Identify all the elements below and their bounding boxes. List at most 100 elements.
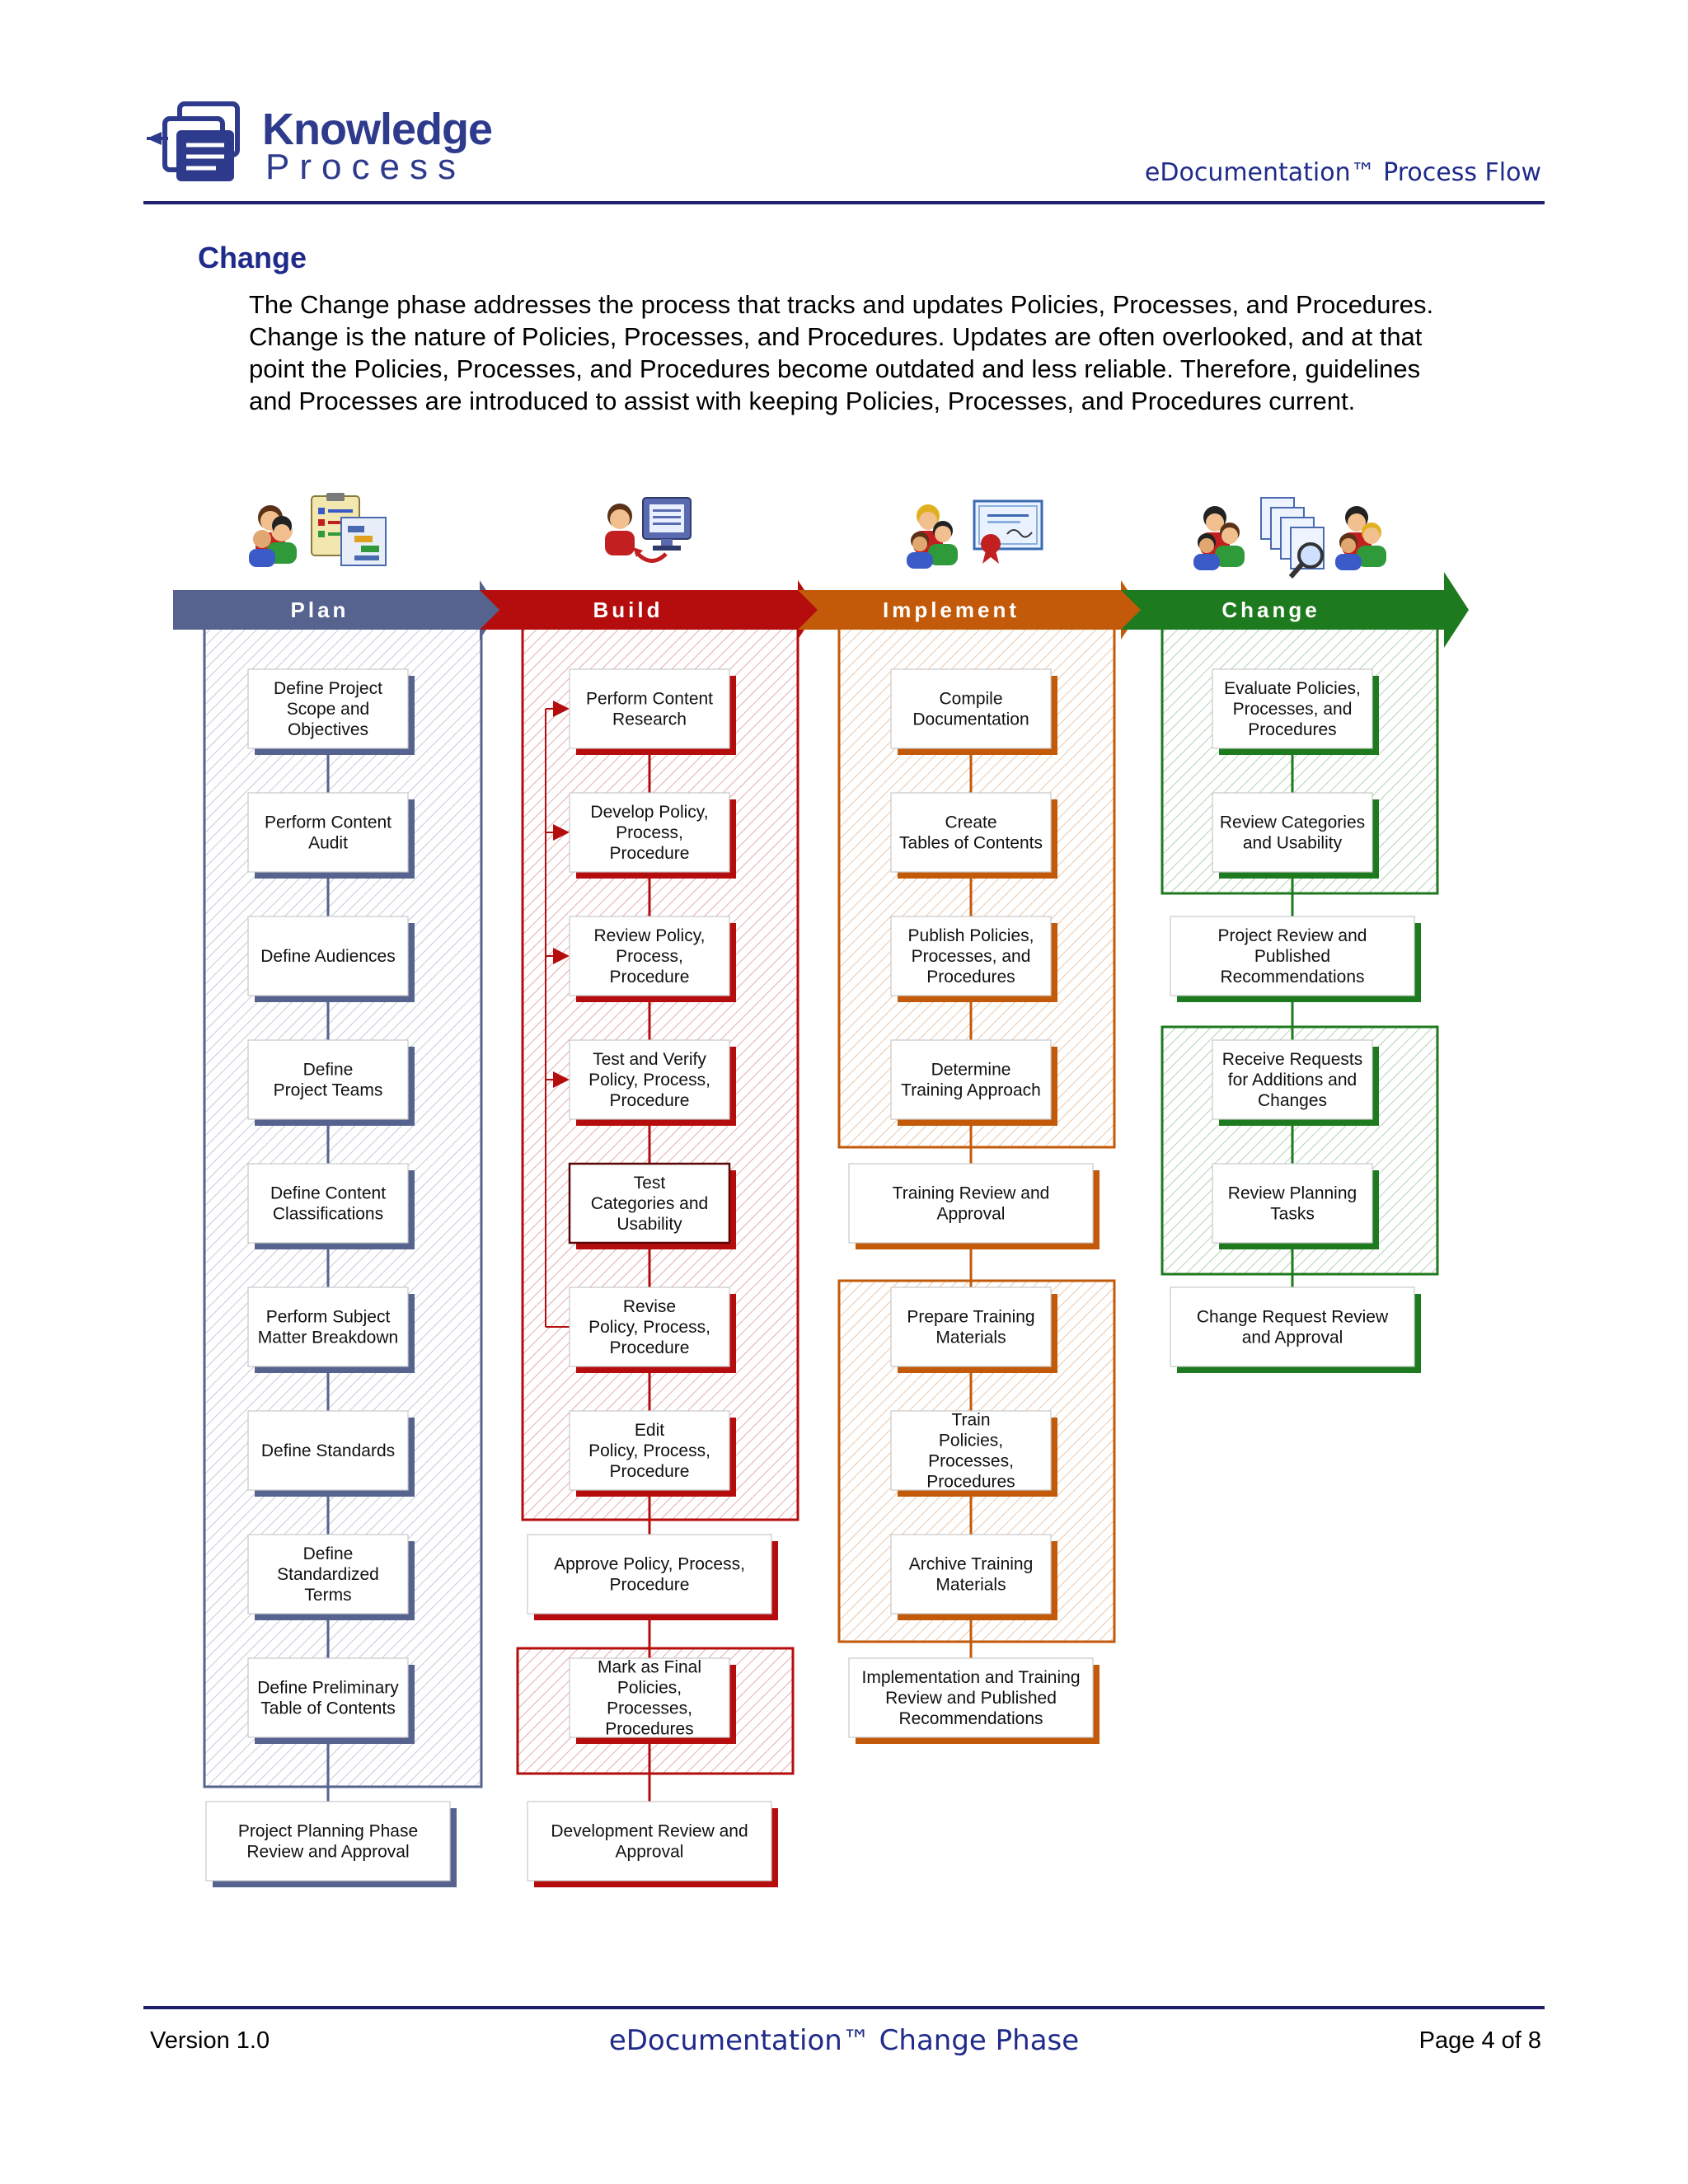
section-title: Change — [198, 241, 307, 274]
change-icons — [1193, 497, 1386, 579]
step-box-build: Develop Policy,Process,Procedure — [569, 792, 736, 879]
step-label-line: Procedure — [610, 1576, 690, 1595]
step-label-line: Processes, — [607, 1699, 692, 1718]
step-label-line: Receive Requests — [1222, 1050, 1362, 1069]
step-label-line: Usability — [617, 1215, 682, 1234]
step-box-build: Approve Policy, Process,Procedure — [527, 1534, 778, 1620]
step-label-line: Project Teams — [274, 1081, 383, 1100]
implement-icons — [907, 499, 1043, 569]
step-box-build: Mark as FinalPolicies,Processes,Procedur… — [569, 1657, 736, 1744]
step-label-line: Audit — [308, 834, 348, 853]
step-label-line: Tables of Contents — [899, 834, 1043, 853]
step-label-line: Review Policy, — [594, 926, 706, 945]
step-label-line: Standardized — [277, 1565, 379, 1584]
footer-title: eDocumentation™ Change Phase — [608, 2024, 1080, 2057]
step-box-body — [890, 792, 1052, 873]
logo — [147, 97, 493, 188]
certificate-icon — [973, 499, 1043, 564]
intro-paragraph: The Change phase addresses the process t… — [249, 288, 1551, 417]
step-box-plan: Define Audiences — [247, 916, 415, 1002]
step-box-body — [568, 1162, 731, 1244]
step-box-body — [569, 1410, 730, 1491]
step-label-line: Define Audiences — [260, 947, 395, 966]
step-label-line: for Additions and — [1228, 1071, 1357, 1090]
step-box-body — [247, 1657, 409, 1738]
step-label-line: Documentation — [912, 710, 1029, 729]
step-box-body — [569, 1657, 730, 1738]
step-label-line: Approval — [616, 1843, 684, 1862]
step-label-line: Define Preliminary — [257, 1679, 399, 1698]
footer-page-number: Page 4 of 8 — [1418, 2027, 1541, 2054]
step-box-body — [890, 916, 1052, 996]
step-label-line: Develop Policy, — [590, 803, 708, 822]
logo-word-process: Process — [265, 147, 466, 187]
step-box-change: Evaluate Policies,Processes, andProcedur… — [1212, 668, 1379, 755]
people-icon — [1335, 506, 1386, 570]
documents-search-icon — [1260, 497, 1325, 579]
step-label-line: Procedure — [610, 1338, 690, 1357]
step-label-line: Project Review and — [1218, 926, 1367, 945]
step-label-line: Procedures — [1248, 720, 1336, 739]
step-label-line: Implementation and Training — [862, 1668, 1081, 1687]
step-label-line: Edit — [635, 1421, 664, 1440]
step-box-body — [1212, 668, 1373, 749]
step-label-line: Tasks — [1270, 1205, 1315, 1224]
logo-word-knowledge: Knowledge — [262, 105, 493, 154]
step-label-line: Published — [1254, 947, 1330, 966]
step-label-line: Classifications — [273, 1205, 383, 1224]
phase-banner-change: Change — [1121, 572, 1469, 648]
step-box-body — [205, 1801, 451, 1882]
step-label-line: Publish Policies, — [908, 926, 1034, 945]
step-label-line: Training Review and — [893, 1184, 1050, 1203]
step-label-line: Procedure — [610, 1462, 690, 1481]
phase-label-implement: Implement — [883, 598, 1020, 622]
clipboard-chart-icon — [311, 493, 387, 566]
step-box-body — [890, 1286, 1052, 1367]
step-box-body — [569, 1286, 730, 1367]
step-box-body — [1212, 1039, 1373, 1120]
step-box-body — [247, 1039, 409, 1120]
step-box-body — [247, 792, 409, 873]
step-label-line: Procedures — [926, 1473, 1015, 1492]
step-box-body — [247, 1286, 409, 1367]
people-icon — [907, 504, 958, 569]
intro-line: and Processes are introduced to assist w… — [249, 387, 1356, 415]
step-label-line: Materials — [935, 1329, 1006, 1347]
header-doc-title: eDocumentation™ Process Flow — [1144, 158, 1541, 187]
step-box-body — [569, 916, 730, 996]
step-label-line: Test — [634, 1174, 666, 1193]
build-icons — [605, 497, 692, 563]
phase-label-build: Build — [593, 598, 663, 622]
step-box-build: Review Policy,Process,Procedure — [569, 916, 736, 1002]
step-label-line: Training Approach — [901, 1081, 1041, 1100]
step-box-body — [247, 668, 409, 749]
step-box-body — [247, 1534, 409, 1615]
step-label-line: Procedures — [605, 1720, 693, 1739]
step-label-line: Change Request Review — [1197, 1308, 1389, 1327]
step-label-line: Project Planning Phase — [238, 1822, 418, 1841]
step-box-body — [569, 792, 730, 873]
step-label-line: Policy, Process, — [588, 1318, 710, 1337]
intro-line: point the Policies, Processes, and Proce… — [249, 354, 1421, 383]
step-label-line: Review and Approval — [246, 1843, 409, 1862]
step-label-line: Define Standards — [261, 1441, 395, 1460]
step-box-body — [247, 1163, 409, 1244]
step-label-line: Matter Breakdown — [258, 1329, 398, 1347]
step-label-line: Procedures — [926, 968, 1015, 987]
step-label-line: Scope and — [287, 700, 369, 719]
